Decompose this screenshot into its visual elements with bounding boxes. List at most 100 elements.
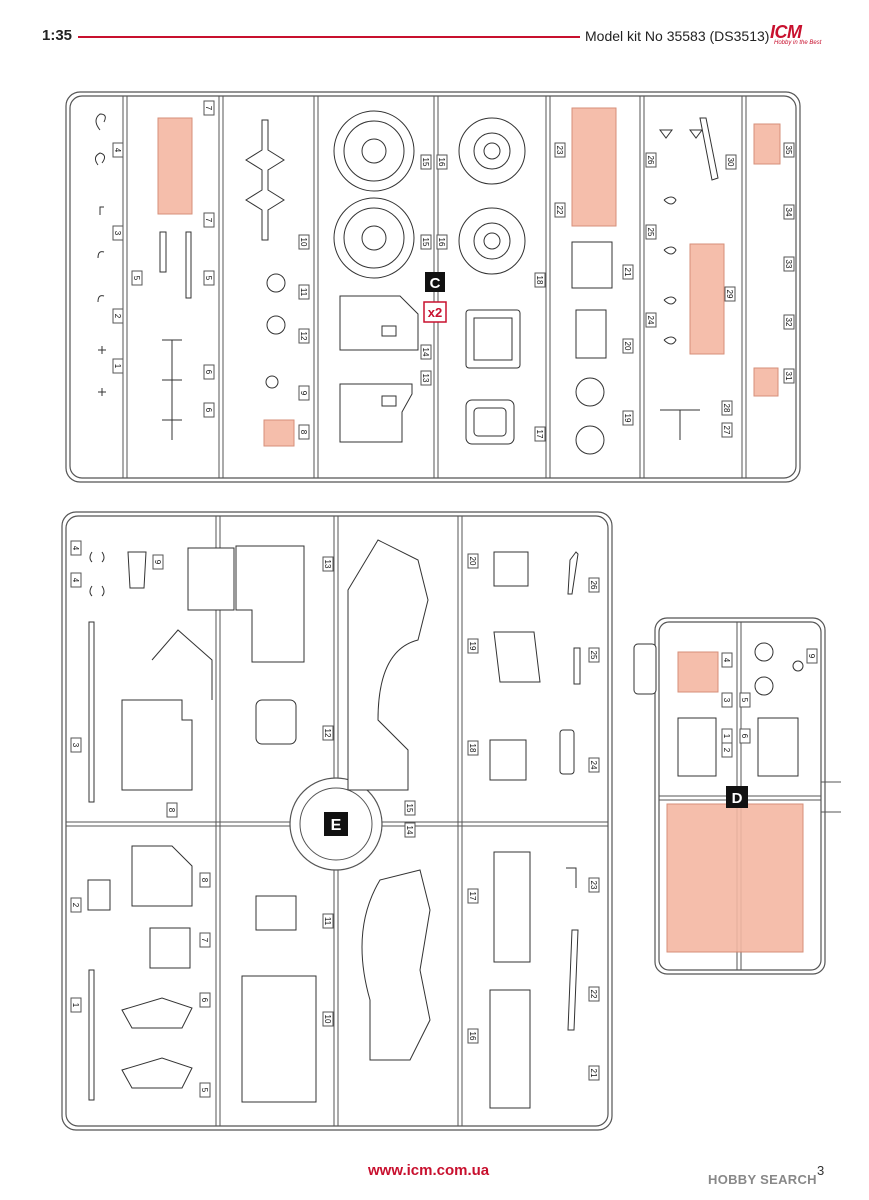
part-number-box <box>645 152 657 168</box>
part-number-tag: 13 <box>322 556 334 572</box>
part-number-box <box>199 932 211 948</box>
footer-url[interactable]: www.icm.com.ua <box>368 1162 490 1179</box>
hub <box>361 225 387 251</box>
part-number-box <box>806 648 818 664</box>
part-number-box <box>721 692 733 708</box>
part-number-tag: 5 <box>739 692 751 708</box>
part-number: 6 <box>204 370 213 375</box>
part-number-tag: 16 <box>436 154 448 170</box>
hub <box>483 142 501 160</box>
part-number-tag: 11 <box>322 913 334 929</box>
lever-part <box>660 409 700 440</box>
part-number-tag: 33 <box>783 256 795 272</box>
part-number-tag: 10 <box>322 1011 334 1027</box>
part-number-box <box>645 224 657 240</box>
part-number: 22 <box>589 990 598 999</box>
panel-part <box>187 547 235 611</box>
part-number: 6 <box>200 998 209 1003</box>
panel-part <box>235 545 305 663</box>
part-number-box <box>739 692 751 708</box>
watermark: HOBBY SEARCH <box>708 1172 817 1187</box>
part-number-box <box>131 270 143 286</box>
hook-part <box>97 295 105 303</box>
wheel-group <box>333 110 526 279</box>
part-number: 5 <box>740 698 749 703</box>
part-number-box <box>534 426 546 442</box>
part-number-tag: 29 <box>724 286 736 302</box>
rod-part <box>573 647 581 685</box>
rod-part <box>159 231 167 273</box>
rod-part <box>88 969 95 1101</box>
part-number-box <box>739 728 751 744</box>
part-number-box <box>322 1011 334 1027</box>
part-number: 24 <box>646 316 655 325</box>
kit-title: Model kit No 35583 (DS3513) <box>585 28 770 44</box>
part-number: 18 <box>535 276 544 285</box>
part-number-tag: 12 <box>298 328 310 344</box>
part-number-tag: 23 <box>588 877 600 893</box>
part-number-box <box>322 725 334 741</box>
part-number: 25 <box>589 651 598 660</box>
part-number: 15 <box>421 238 430 247</box>
part-number-box <box>199 872 211 888</box>
part-number: 8 <box>200 878 209 883</box>
part-number: 34 <box>784 208 793 217</box>
knob-part <box>792 660 804 672</box>
part-number-box <box>298 424 310 440</box>
header-rule <box>78 36 580 38</box>
sprue-c-frame-inner <box>69 95 797 479</box>
part-number-box <box>70 997 82 1013</box>
part-number-tag: 4 <box>112 142 124 158</box>
part-number-tag: 28 <box>721 400 733 416</box>
part-number: 16 <box>437 158 446 167</box>
part-number-box <box>203 212 215 228</box>
seat-part <box>255 699 297 745</box>
part-number-tag: 12 <box>322 725 334 741</box>
highlighted-part <box>677 651 719 693</box>
part-number: 14 <box>405 826 414 835</box>
tab-part <box>633 643 657 695</box>
part-number-tag: 6 <box>203 402 215 418</box>
part-number: 12 <box>299 332 308 341</box>
part-number-box <box>203 364 215 380</box>
part-number-tag: 1 <box>112 358 124 374</box>
part-number-tag: 9 <box>806 648 818 664</box>
part-number-tag: 6 <box>739 728 751 744</box>
plate-part <box>255 895 297 931</box>
part-number-tag: 1 <box>721 728 733 744</box>
bracket-part <box>575 309 607 359</box>
highlighted-part <box>263 419 295 447</box>
disc-part <box>575 425 605 455</box>
part-number-tag: 22 <box>588 986 600 1002</box>
part-number-box <box>588 1065 600 1081</box>
part-number-box <box>436 234 448 250</box>
part-number-box <box>554 142 566 158</box>
part-number-tag: 24 <box>645 312 657 328</box>
part-number: 21 <box>623 268 632 277</box>
small-part <box>659 129 673 139</box>
part-number: 32 <box>784 318 793 327</box>
part-number-tag: 5 <box>199 1082 211 1098</box>
door-panel <box>339 383 413 443</box>
panel-part <box>127 551 147 589</box>
part-number-tag: 8 <box>166 802 178 818</box>
part-number: 24 <box>589 761 598 770</box>
part-number-tag: 3 <box>70 737 82 753</box>
part-number: 17 <box>468 892 477 901</box>
part-number-box <box>70 737 82 753</box>
part-number-box <box>467 638 479 654</box>
part-number-tag: 34 <box>783 204 795 220</box>
part-number: 11 <box>299 288 308 297</box>
axle-part <box>162 339 182 440</box>
part-number-tag: 3 <box>112 225 124 241</box>
part-number-box <box>420 154 432 170</box>
small-part <box>89 551 105 563</box>
part-number-tag: 21 <box>622 264 634 280</box>
hub-part <box>266 315 286 335</box>
part-number: 14 <box>421 348 430 357</box>
part-number: 28 <box>722 404 731 413</box>
rifle-part <box>699 117 719 181</box>
